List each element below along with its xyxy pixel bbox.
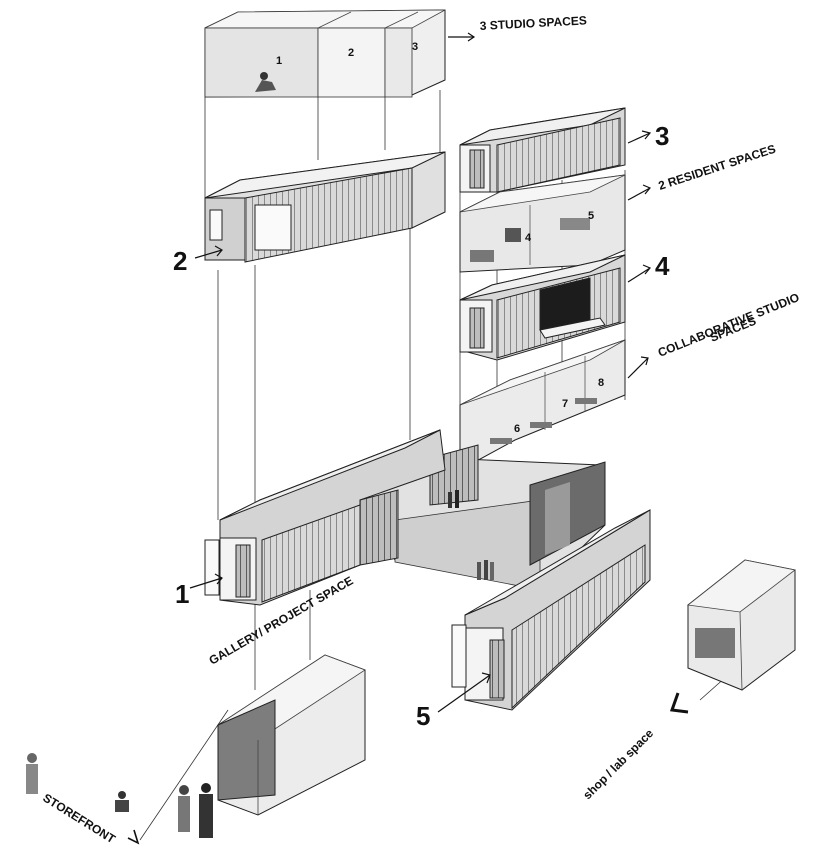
storefront-label: STOREFRONT: [40, 791, 118, 847]
resident-spaces-label: 2 RESIDENT SPACES: [657, 142, 778, 193]
leader-arrows: [127, 32, 689, 845]
space-number-2: 2: [348, 47, 354, 59]
storefront-people: [26, 753, 213, 838]
container-number-1: 1: [175, 579, 189, 609]
gallery-visitor-figures: [448, 490, 494, 580]
studio-occupant-figure: [255, 72, 276, 92]
container-number-4: 4: [655, 251, 670, 281]
shop-lab-space: [687, 559, 796, 691]
space-number-5: 5: [588, 210, 594, 222]
space-number-1: 1: [276, 55, 282, 67]
container-3: [459, 107, 626, 193]
container-number-2: 2: [173, 246, 187, 276]
space-number-8: 8: [598, 377, 604, 389]
container-number-5: 5: [416, 701, 430, 731]
shop-lab-label: shop / lab space: [580, 726, 656, 802]
space-number-3: 3: [412, 41, 418, 53]
space-number-7: 7: [562, 398, 568, 410]
studio-spaces-label: 3 STUDIO SPACES: [479, 13, 587, 33]
studio-spaces-module: [204, 9, 446, 98]
collaborative-studio-module: [459, 339, 626, 471]
container-4: [459, 254, 626, 361]
space-number-4: 4: [525, 232, 532, 244]
gallery-project-space: [359, 444, 606, 591]
container-number-3: 3: [655, 121, 669, 151]
resident-spaces-module: [459, 174, 626, 273]
container-1: [204, 429, 446, 606]
storefront-box: [217, 654, 366, 816]
container-2: [204, 151, 446, 263]
space-number-6: 6: [514, 423, 520, 435]
container-5: [451, 509, 651, 711]
